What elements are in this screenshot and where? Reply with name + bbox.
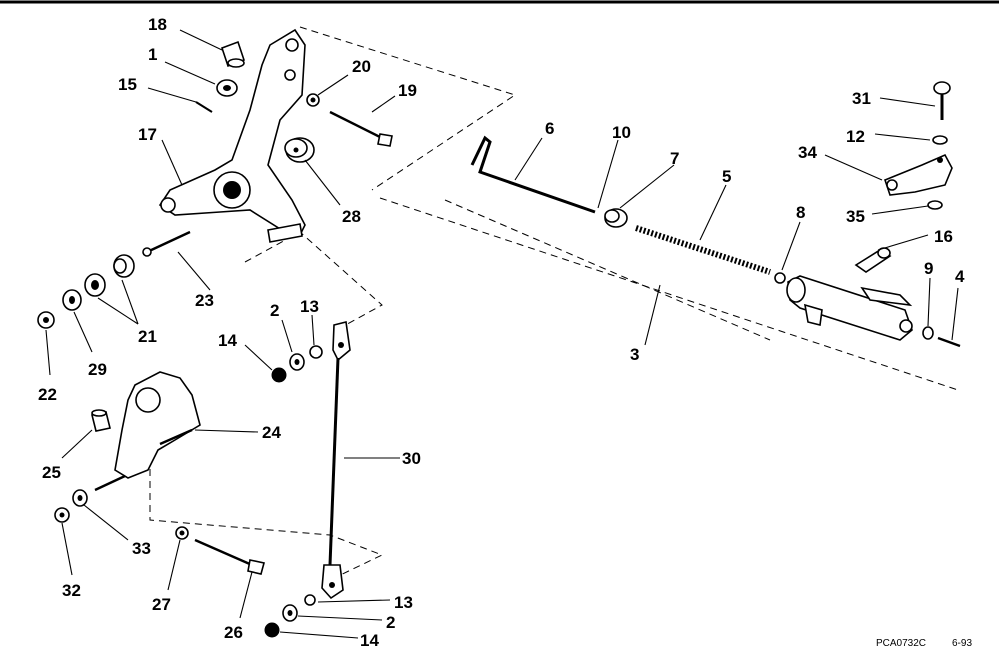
label-3: 3 xyxy=(630,345,639,364)
label-4: 4 xyxy=(955,267,965,286)
label-29: 29 xyxy=(88,360,107,379)
label-5: 5 xyxy=(722,167,731,186)
screw-31 xyxy=(933,81,951,120)
washer-2-lower xyxy=(282,604,298,622)
bushing-25 xyxy=(91,409,111,432)
washer-8 xyxy=(774,272,786,284)
label-6: 6 xyxy=(545,119,554,138)
outline-upper-lever-group xyxy=(299,26,517,191)
label-20: 20 xyxy=(352,57,371,76)
screw-4 xyxy=(937,336,961,348)
label-17: 17 xyxy=(138,125,157,144)
shift-housing-3 xyxy=(786,275,913,341)
label-25: 25 xyxy=(42,463,61,482)
label-34: 34 xyxy=(798,143,817,162)
screw-26 xyxy=(194,538,265,575)
washer-12 xyxy=(932,135,948,145)
lever-24 xyxy=(94,371,201,492)
bushing-18 xyxy=(220,40,246,68)
label-14-upper: 14 xyxy=(218,331,237,350)
label-9: 9 xyxy=(924,259,933,278)
label-16: 16 xyxy=(934,227,953,246)
spacer-21a xyxy=(113,254,135,278)
outline-shaft-group-upper xyxy=(444,199,771,341)
label-30: 30 xyxy=(402,449,421,468)
label-21: 21 xyxy=(138,327,157,346)
label-28: 28 xyxy=(342,207,361,226)
rod-6 xyxy=(470,135,596,214)
label-2-lower: 2 xyxy=(386,613,395,632)
washer-2-upper xyxy=(289,353,305,371)
outline-link-group-lower xyxy=(149,445,384,581)
washer-29 xyxy=(62,289,82,311)
label-7: 7 xyxy=(670,149,679,168)
nut-22 xyxy=(37,311,55,329)
label-10: 10 xyxy=(612,123,631,142)
throttle-lever-17 xyxy=(158,28,306,243)
label-32: 32 xyxy=(62,581,81,600)
outline-shaft-group-lower xyxy=(379,197,959,391)
spring-5 xyxy=(635,225,771,275)
leader-lines xyxy=(45,29,959,639)
label-26: 26 xyxy=(224,623,243,642)
label-31: 31 xyxy=(852,89,871,108)
nut-32 xyxy=(54,507,70,523)
nut-14-lower xyxy=(264,622,280,638)
label-23: 23 xyxy=(195,291,214,310)
washer-1 xyxy=(216,79,238,97)
nut-20 xyxy=(306,93,320,107)
screw-13-upper xyxy=(309,345,323,359)
label-33: 33 xyxy=(132,539,151,558)
nut-27 xyxy=(175,526,189,540)
stud-23 xyxy=(142,230,191,257)
outline-link-group-upper xyxy=(244,231,383,329)
screw-19 xyxy=(329,110,393,147)
label-24: 24 xyxy=(262,423,281,442)
label-13-upper: 13 xyxy=(300,297,319,316)
label-14-lower: 14 xyxy=(360,631,379,649)
label-35: 35 xyxy=(846,207,865,226)
label-13-lower: 13 xyxy=(394,593,413,612)
washer-35 xyxy=(927,200,943,210)
nut-14-upper xyxy=(271,367,287,383)
label-8: 8 xyxy=(796,203,805,222)
label-12: 12 xyxy=(846,127,865,146)
pin-15 xyxy=(195,101,213,113)
label-19: 19 xyxy=(398,81,417,100)
drawing-code: PCA0732C xyxy=(876,638,926,649)
label-1: 1 xyxy=(148,45,157,64)
washer-33 xyxy=(72,489,88,507)
screw-13-lower xyxy=(304,594,316,606)
label-15: 15 xyxy=(118,75,137,94)
label-18: 18 xyxy=(148,15,167,34)
roller-28 xyxy=(284,137,315,163)
link-rod-30 xyxy=(321,321,351,600)
label-27: 27 xyxy=(152,595,171,614)
bushing-7 xyxy=(604,208,628,228)
plunger-16 xyxy=(854,247,892,273)
spacer-21b xyxy=(84,273,106,297)
part-labels: 18 1 15 17 20 19 28 23 21 29 22 2 13 14 … xyxy=(38,15,965,649)
label-2-upper: 2 xyxy=(270,301,279,320)
drawing-date: 6-93 xyxy=(952,638,972,649)
label-22: 22 xyxy=(38,385,57,404)
washer-9 xyxy=(922,326,934,340)
bracket-34 xyxy=(884,153,953,196)
